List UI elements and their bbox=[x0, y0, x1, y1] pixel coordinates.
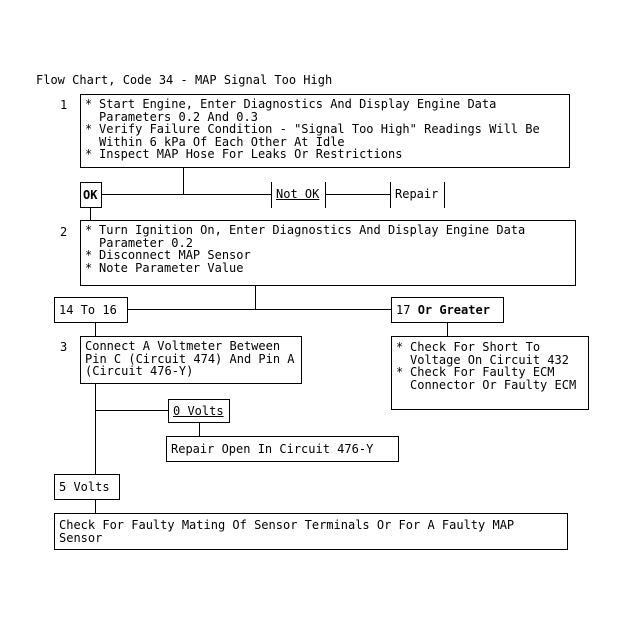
repair-open-box: Repair Open In Circuit 476-Y bbox=[166, 436, 399, 462]
ok-label: OK bbox=[80, 182, 102, 208]
range-high-label: 17 Or Greater bbox=[391, 297, 504, 323]
range-high-text: Or Greater bbox=[417, 303, 490, 317]
connector-line bbox=[183, 168, 184, 194]
connector-line bbox=[90, 208, 91, 220]
step-1-item-1: Start Engine, Enter Diagnostics And Disp… bbox=[85, 98, 563, 123]
step-2-item-1: Turn Ignition On, Enter Diagnostics And … bbox=[85, 224, 569, 249]
range-low-label: 14 To 16 bbox=[54, 297, 128, 323]
high-check-item-1: Check For Short To Voltage On Circuit 43… bbox=[396, 341, 588, 366]
connector-line bbox=[95, 410, 168, 411]
chart-title: Flow Chart, Code 34 - MAP Signal Too Hig… bbox=[36, 73, 333, 87]
repair-label: Repair bbox=[390, 182, 445, 208]
step-2-box: Turn Ignition On, Enter Diagnostics And … bbox=[80, 220, 576, 286]
step-1-box: Start Engine, Enter Diagnostics And Disp… bbox=[80, 94, 570, 168]
step-2-item-3: Note Parameter Value bbox=[85, 261, 569, 275]
step-2-list: Turn Ignition On, Enter Diagnostics And … bbox=[85, 224, 569, 274]
final-check-box: Check For Faulty Mating Of Sensor Termin… bbox=[54, 513, 568, 550]
step-3-number: 3 bbox=[60, 340, 68, 354]
step-3-box: Connect A Voltmeter Between Pin C (Circu… bbox=[80, 336, 302, 384]
connector-line bbox=[326, 194, 392, 195]
connector-line bbox=[101, 194, 271, 195]
step-1-number: 1 bbox=[60, 98, 68, 112]
five-volts-label: 5 Volts bbox=[54, 474, 120, 500]
not-ok-label: Not OK bbox=[271, 182, 326, 208]
step-2-item-2: Disconnect MAP Sensor bbox=[85, 249, 569, 262]
step-1-item-3: Inspect MAP Hose For Leaks Or Restrictio… bbox=[85, 148, 563, 161]
zero-volts-label: 0 Volts bbox=[168, 399, 230, 423]
range-high-number: 17 bbox=[396, 303, 411, 317]
step-1-item-2: Verify Failure Condition - "Signal Too H… bbox=[85, 123, 563, 148]
high-checks-box: Check For Short To Voltage On Circuit 43… bbox=[391, 336, 589, 410]
connector-line bbox=[199, 423, 200, 436]
high-check-item-2: Check For Faulty ECM Connector Or Faulty… bbox=[396, 366, 588, 391]
step-1-list: Start Engine, Enter Diagnostics And Disp… bbox=[85, 98, 563, 161]
step-2-number: 2 bbox=[60, 225, 68, 239]
connector-line bbox=[127, 309, 392, 310]
connector-line bbox=[255, 286, 256, 309]
connector-line bbox=[447, 323, 448, 337]
connector-line bbox=[95, 323, 96, 336]
connector-line bbox=[95, 384, 96, 474]
connector-line bbox=[95, 500, 96, 513]
high-checks-list: Check For Short To Voltage On Circuit 43… bbox=[396, 341, 588, 391]
